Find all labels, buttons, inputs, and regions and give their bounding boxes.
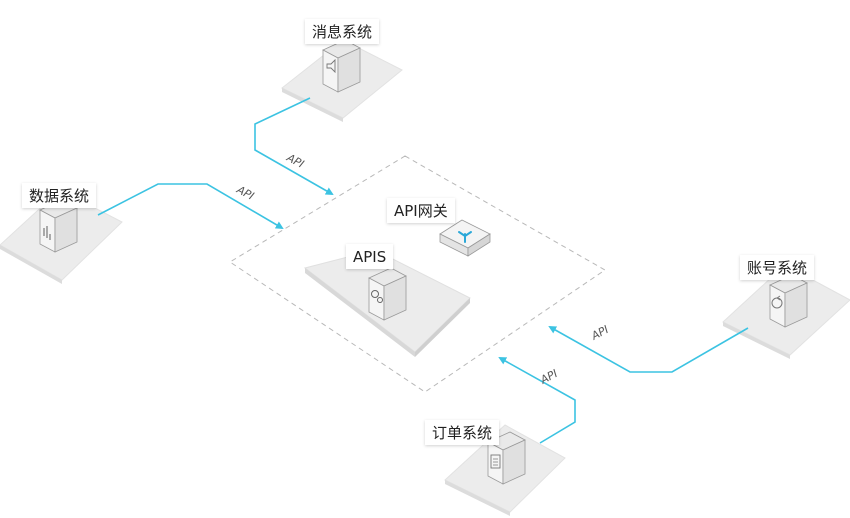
- api-gateway-zone: [229, 155, 606, 393]
- api-gateway-label: API网关: [387, 198, 455, 223]
- edge-label-account: API: [588, 323, 610, 343]
- edge-label-order: API: [537, 367, 559, 387]
- edge-label-data: API: [234, 183, 256, 203]
- data-system-node: [0, 189, 123, 284]
- document-icon: [487, 431, 526, 485]
- connector-data: [97, 183, 284, 230]
- order-system-node: [444, 424, 566, 516]
- apis-node: [303, 249, 471, 357]
- connector-order: [498, 357, 576, 444]
- connector-account: [548, 326, 749, 373]
- gears-icon: [368, 267, 407, 321]
- message-system-node: [281, 39, 403, 122]
- account-system-label: 账号系统: [740, 255, 815, 280]
- branch-icon: [458, 231, 472, 243]
- refresh-icon: [769, 274, 808, 328]
- apis-label: APIS: [346, 244, 394, 269]
- data-system-label: 数据系统: [22, 183, 97, 208]
- message-system-label: 消息系统: [305, 19, 380, 44]
- speaker-icon: [322, 39, 361, 93]
- connector-message: [254, 97, 334, 195]
- order-system-label: 订单系统: [425, 420, 500, 445]
- api-gateway-node: [439, 219, 491, 257]
